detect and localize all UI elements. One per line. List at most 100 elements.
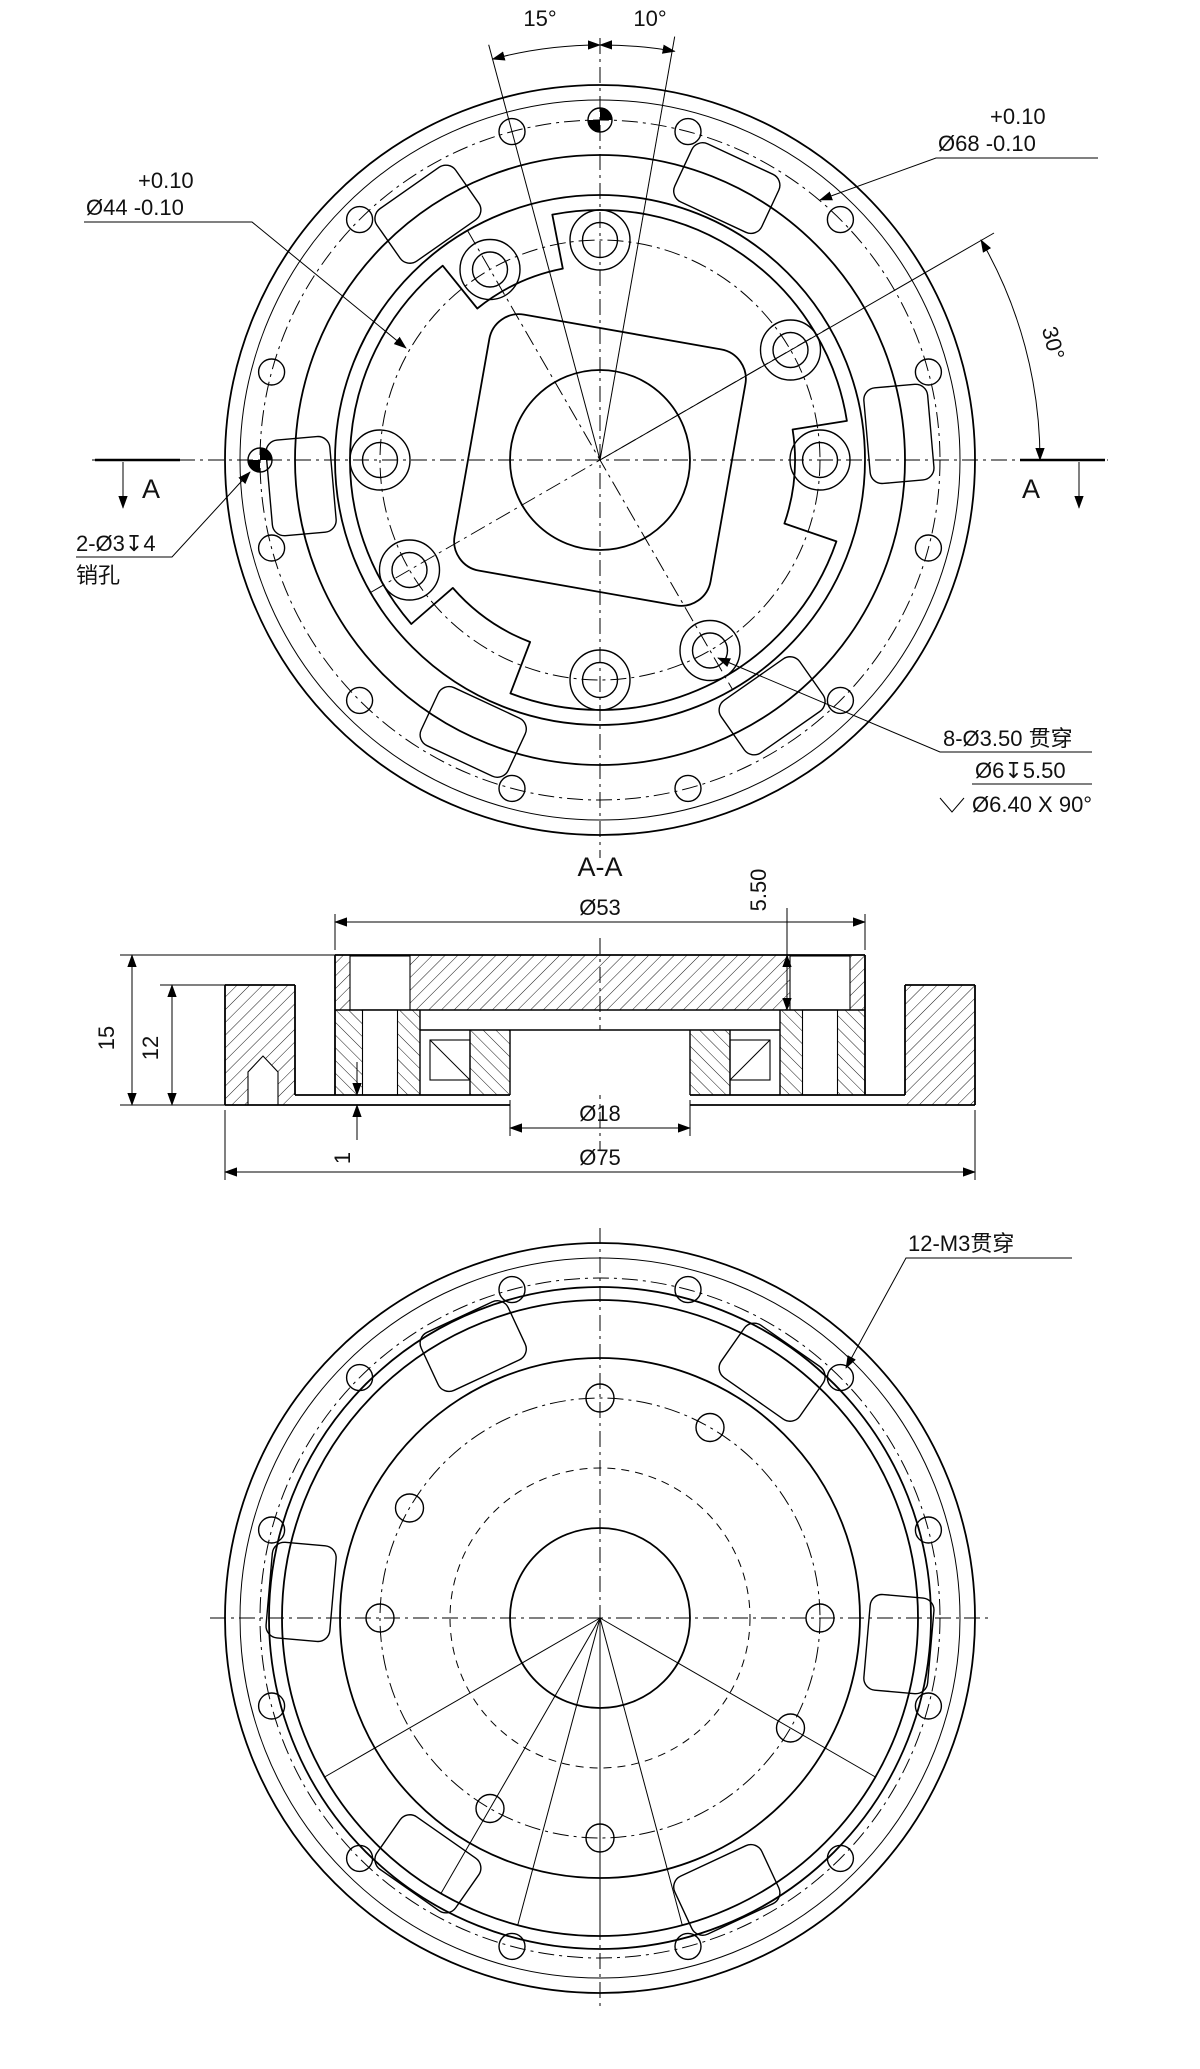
bolt-circle-68 <box>259 1277 941 1959</box>
pad <box>374 1814 482 1914</box>
radial-line <box>599 1617 683 1926</box>
radial-lines <box>324 1617 876 1936</box>
counterbore <box>679 619 741 682</box>
bearing-cross <box>429 1039 471 1081</box>
bore-wall-right <box>690 1030 730 1095</box>
dim-dia53: Ø53 <box>579 895 621 920</box>
dim-dia18: Ø18 <box>579 1101 621 1126</box>
m3-hole <box>674 774 702 803</box>
thread-note-label: 12-M3贯穿 <box>908 1231 1014 1256</box>
pad <box>673 142 781 235</box>
bolt-circle-44 <box>379 239 821 681</box>
through-hole <box>772 331 809 369</box>
pad <box>419 1300 527 1393</box>
m3-hole <box>345 1844 374 1873</box>
dim-angle-15: 15° <box>523 6 556 31</box>
outer-flange-circle <box>224 84 976 836</box>
leader-line <box>819 157 1098 201</box>
arc-dim-30 <box>980 239 1045 461</box>
dia44-note: +0.10 Ø44 -0.10 <box>84 168 407 349</box>
m3-hole <box>498 1275 526 1304</box>
pad <box>863 1593 935 1695</box>
dia75-dim: Ø75 <box>224 1110 976 1180</box>
leader-line <box>76 471 251 558</box>
counterbore <box>349 429 411 491</box>
right-ring-section <box>905 985 975 1105</box>
bolt-circle-44 <box>379 1397 821 1839</box>
dim-height12: 12 <box>138 1036 163 1060</box>
m3-hole <box>914 1692 943 1720</box>
boss-circle-53 <box>334 194 866 726</box>
bearing-cross <box>729 1039 771 1081</box>
countersink-icon <box>939 797 965 813</box>
through-hole <box>775 1713 806 1743</box>
bottom-view: 12-M3贯穿 <box>210 1228 1072 2008</box>
angle-dimensions: 15° 10° <box>488 6 676 461</box>
counterbore <box>569 209 631 271</box>
pad <box>265 1541 337 1643</box>
dim-depth: 5.50 <box>746 869 771 912</box>
section-view: A-A Ø53 <box>94 852 976 1180</box>
m3-hole <box>674 1275 702 1304</box>
radial-line <box>517 1617 601 1926</box>
leader-line <box>717 657 1092 753</box>
counterbored-holes <box>349 209 851 711</box>
arc-dim-10 <box>599 40 676 54</box>
pin-holes <box>247 107 613 473</box>
pad <box>863 383 935 485</box>
counterbore <box>378 539 441 601</box>
through-hole <box>391 551 428 589</box>
top-view: 15° 10° 30° +0.10 Ø68 -0.10 +0.10 Ø44 -0… <box>76 6 1108 858</box>
m3-hole <box>345 205 374 234</box>
radial-line <box>599 1617 876 1778</box>
m3-hole <box>914 1516 943 1544</box>
radial-line <box>440 1617 601 1894</box>
coupling-cam-outline <box>349 209 848 711</box>
boss-outer-circle <box>268 1286 932 1950</box>
through-hole <box>361 441 399 479</box>
pin-note-line1: 2-Ø3↧4 <box>76 531 156 556</box>
dim-height15: 15 <box>94 1026 119 1050</box>
counterbore-right <box>789 955 851 1011</box>
step-circle <box>294 154 906 766</box>
hidden-circle <box>449 1467 751 1769</box>
dia68-tolerance: +0.10 <box>990 104 1046 129</box>
cb-note-line1: 8-Ø3.50 贯穿 <box>943 726 1073 751</box>
m3-hole <box>498 774 526 803</box>
center-bore-section <box>510 1030 690 1095</box>
cb-note-line2: Ø6↧5.50 <box>975 758 1066 783</box>
extension-line-15 <box>488 44 601 461</box>
through-hole-right <box>801 1009 839 1096</box>
height12-dim: 12 <box>138 984 225 1106</box>
through-hole <box>394 1493 425 1523</box>
counterbore <box>569 649 631 711</box>
dia68-label: Ø68 -0.10 <box>938 131 1036 156</box>
step-dim: 1 <box>330 1062 420 1164</box>
through-hole <box>581 661 619 699</box>
mounting-pads <box>265 1300 935 1936</box>
dim-dia75: Ø75 <box>579 1145 621 1170</box>
through-hole <box>471 251 509 288</box>
m3-hole <box>914 358 943 386</box>
top-plate-section <box>335 955 865 1010</box>
cut-label-right: A <box>1022 474 1040 504</box>
counterbore <box>759 319 822 381</box>
pad <box>419 685 527 778</box>
flange-ring-outline <box>224 984 976 1105</box>
m3-hole <box>826 205 855 234</box>
pin-hole-fill <box>588 108 612 132</box>
through-hole <box>581 221 619 259</box>
dim-angle-30: 30° <box>1037 324 1070 363</box>
dim-step1: 1 <box>330 1152 355 1164</box>
extension-line-10 <box>599 36 676 461</box>
bore-wall-left <box>470 1030 510 1095</box>
through-hole <box>475 1793 505 1824</box>
counterbore-note: 8-Ø3.50 贯穿 Ø6↧5.50 Ø6.40 X 90° <box>717 657 1092 817</box>
m3-hole <box>257 358 286 386</box>
m3-holes <box>257 117 943 803</box>
pin-hole-fill <box>248 448 272 472</box>
m3-hole <box>498 1932 526 1961</box>
m3-hole <box>257 1516 286 1544</box>
extension-line-30 <box>599 232 995 461</box>
pin-hole-note: 2-Ø3↧4 销孔 <box>76 471 251 588</box>
